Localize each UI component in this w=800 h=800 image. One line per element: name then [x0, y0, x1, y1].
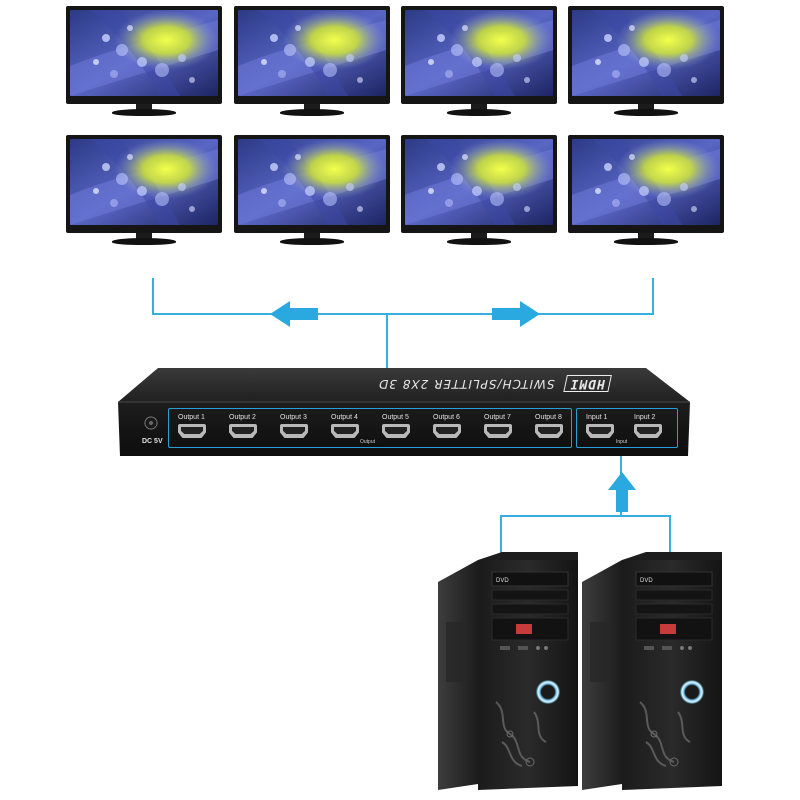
monitor-screen — [572, 10, 720, 96]
output-5-label: Output 5 — [382, 414, 409, 421]
monitor-bezel — [66, 135, 222, 233]
monitor-8 — [568, 135, 724, 245]
dc-power-jack[interactable] — [144, 416, 158, 430]
output-ports-frame — [168, 408, 572, 448]
output-2-hdmi-port[interactable] — [229, 424, 257, 438]
output-2-label: Output 2 — [229, 414, 256, 421]
input-ports-frame — [576, 408, 678, 448]
dvd-drive-label: DVD — [496, 578, 509, 584]
dc-power-label: DC 5V — [142, 438, 163, 445]
monitor-stand — [447, 109, 511, 116]
output-group-label: Output — [360, 439, 376, 445]
output-1-hdmi-port[interactable] — [178, 424, 206, 438]
hdmi-logo: HDMI — [562, 375, 612, 393]
monitor-1 — [66, 6, 222, 116]
output-8-hdmi-port[interactable] — [535, 424, 563, 438]
monitor-neck — [304, 104, 320, 110]
output-7-hdmi-port[interactable] — [484, 424, 512, 438]
power-button-icon[interactable] — [536, 680, 560, 704]
output-wire-center-riser — [386, 313, 388, 413]
output-3-label: Output 3 — [280, 414, 307, 421]
arrow-left-icon — [270, 301, 318, 327]
monitor-screen — [70, 139, 218, 225]
monitor-screen — [238, 139, 386, 225]
monitor-neck — [471, 233, 487, 239]
input-2-label: Input 2 — [634, 414, 656, 421]
output-6-label: Output 6 — [433, 414, 460, 421]
monitor-bezel — [66, 6, 222, 104]
monitor-bezel — [234, 135, 390, 233]
input-1-label: Input 1 — [586, 414, 608, 421]
output-8-label: Output 8 — [535, 414, 562, 421]
monitor-stand — [280, 238, 344, 245]
output-7-label: Output 7 — [484, 414, 511, 421]
computer-1: DVD — [438, 552, 578, 790]
input-2-hdmi-port[interactable] — [634, 424, 662, 438]
monitor-stand — [447, 238, 511, 245]
monitor-screen — [405, 10, 553, 96]
monitor-3 — [401, 6, 557, 116]
dvd-drive-label: DVD — [640, 578, 653, 584]
output-wire-horizontal — [152, 313, 654, 315]
monitor-screen — [238, 10, 386, 96]
monitor-stand — [112, 238, 176, 245]
monitor-6 — [234, 135, 390, 245]
monitor-bezel — [234, 6, 390, 104]
monitor-neck — [136, 104, 152, 110]
output-wire-left-drop — [152, 278, 154, 314]
monitor-stand — [280, 109, 344, 116]
monitor-screen — [572, 139, 720, 225]
monitor-bezel — [401, 6, 557, 104]
device-model-text: SWITCH/SPLITTER 2X8 3D — [376, 377, 557, 391]
output-1-label: Output 1 — [178, 414, 205, 421]
output-5-hdmi-port[interactable] — [382, 424, 410, 438]
monitor-stand — [614, 238, 678, 245]
monitor-screen — [405, 139, 553, 225]
monitor-neck — [638, 104, 654, 110]
device-top-label: HDMI SWITCH/SPLITTER 2X8 3D — [158, 374, 612, 394]
monitor-bezel — [568, 6, 724, 104]
monitor-neck — [304, 233, 320, 239]
input-wire-horizontal — [500, 515, 670, 517]
output-3-hdmi-port[interactable] — [280, 424, 308, 438]
output-wire-right-drop — [652, 278, 654, 314]
arrow-right-icon — [492, 301, 540, 327]
monitor-stand — [112, 109, 176, 116]
monitor-screen — [70, 10, 218, 96]
input-1-hdmi-port[interactable] — [586, 424, 614, 438]
monitor-bezel — [568, 135, 724, 233]
output-4-label: Output 4 — [331, 414, 358, 421]
input-wire-left-drop — [500, 515, 502, 557]
computer-2: DVD — [582, 552, 722, 790]
input-group-label: Input — [616, 439, 628, 445]
power-button-icon[interactable] — [680, 680, 704, 704]
input-wire-right-drop — [669, 515, 671, 557]
arrow-up-icon — [608, 472, 636, 512]
monitor-neck — [638, 233, 654, 239]
device-front-panel: DC 5V Output Output 1 Output 2 Output 3 … — [122, 402, 684, 458]
monitor-neck — [136, 233, 152, 239]
monitor-bezel — [401, 135, 557, 233]
monitor-4 — [568, 6, 724, 116]
monitor-neck — [471, 104, 487, 110]
output-6-hdmi-port[interactable] — [433, 424, 461, 438]
monitor-5 — [66, 135, 222, 245]
output-4-hdmi-port[interactable] — [331, 424, 359, 438]
monitor-7 — [401, 135, 557, 245]
monitor-stand — [614, 109, 678, 116]
monitor-2 — [234, 6, 390, 116]
